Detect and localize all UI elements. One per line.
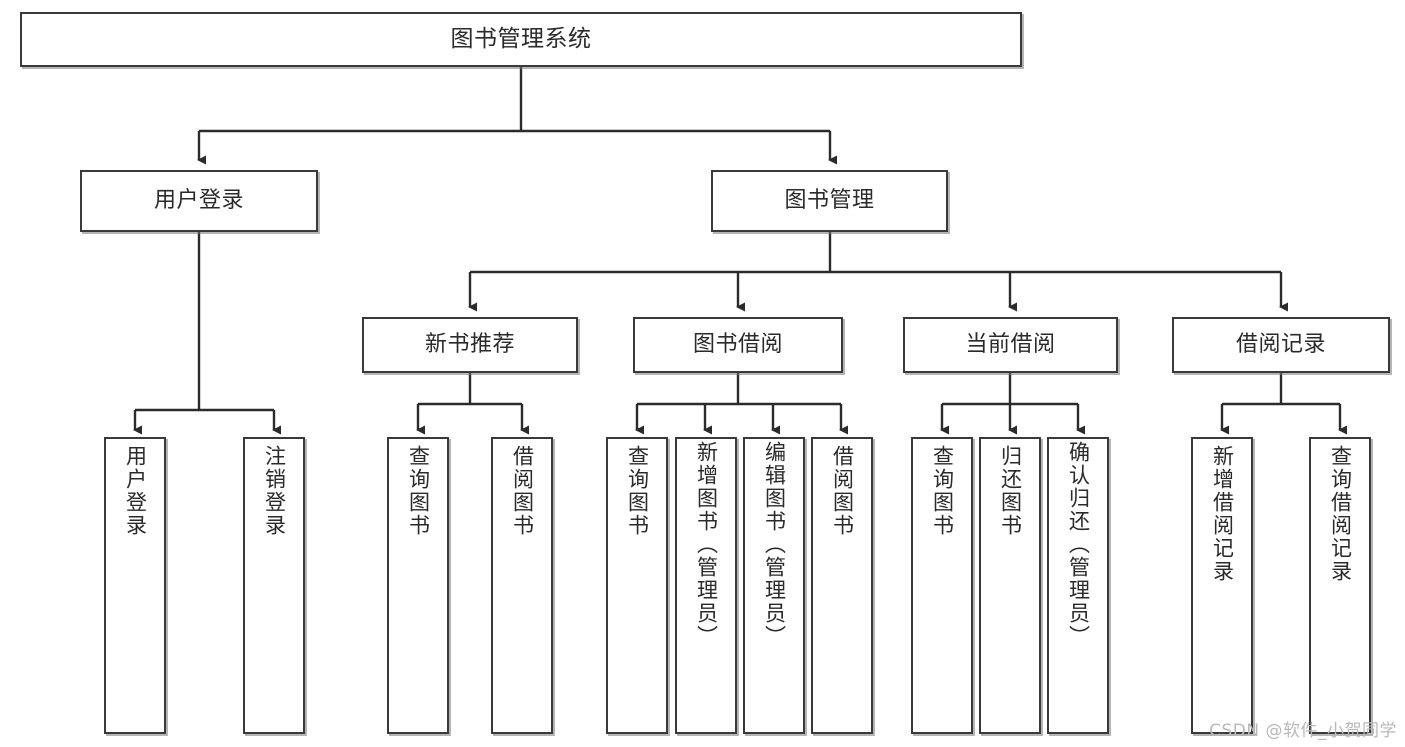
node-label: 图书管理系统 [450,25,592,52]
node-label: 查询借阅记录 [1328,445,1353,583]
node-label: 新书推荐 [424,331,515,357]
node-book-management[interactable]: 图书管理 [711,170,948,232]
leaf-current-borrow-query[interactable]: 查询图书 [911,437,973,734]
leaf-book-borrow-query[interactable]: 查询图书 [606,437,668,734]
leaf-user-login-login[interactable]: 用户登录 [104,437,166,734]
leaf-user-login-logout[interactable]: 注销登录 [243,437,305,734]
leaf-current-borrow-confirm-return[interactable]: 确认归还（管理员） [1047,437,1109,734]
leaf-new-book-borrow[interactable]: 借阅图书 [491,437,553,734]
node-label: 新增图书（管理员） [694,441,719,648]
node-user-login[interactable]: 用户登录 [80,170,318,232]
leaf-book-borrow-edit[interactable]: 编辑图书（管理员） [743,437,805,734]
node-label: 用户登录 [123,445,148,537]
node-label: 借阅图书 [830,445,855,537]
node-borrow-record[interactable]: 借阅记录 [1172,317,1390,373]
node-label: 查询图书 [625,445,650,537]
node-label: 新增借阅记录 [1210,445,1235,583]
leaf-borrow-record-add[interactable]: 新增借阅记录 [1191,437,1253,734]
watermark-text: CSDN @软件_小贺同学 [1209,721,1397,741]
leaf-book-borrow-add[interactable]: 新增图书（管理员） [675,437,737,734]
node-root-system[interactable]: 图书管理系统 [20,12,1022,67]
node-label: 查询图书 [406,445,431,537]
node-label: 确认归还（管理员） [1066,441,1091,648]
leaf-book-borrow-borrow[interactable]: 借阅图书 [811,437,873,734]
node-label: 当前借阅 [965,331,1056,357]
leaf-borrow-record-query[interactable]: 查询借阅记录 [1309,437,1371,734]
node-label: 编辑图书（管理员） [762,441,787,648]
node-label: 注销登录 [262,445,287,537]
node-label: 归还图书 [998,445,1023,537]
node-label: 查询图书 [930,445,955,537]
leaf-new-book-query[interactable]: 查询图书 [387,437,449,734]
node-label: 图书借阅 [692,331,783,357]
node-new-book-recommend[interactable]: 新书推荐 [362,317,578,373]
node-current-borrow[interactable]: 当前借阅 [903,317,1118,373]
leaf-current-borrow-return[interactable]: 归还图书 [979,437,1041,734]
node-label: 借阅图书 [510,445,535,537]
node-label: 用户登录 [153,187,244,213]
node-label: 图书管理 [784,187,875,213]
node-label: 借阅记录 [1235,331,1326,357]
node-book-borrow[interactable]: 图书借阅 [633,317,843,373]
